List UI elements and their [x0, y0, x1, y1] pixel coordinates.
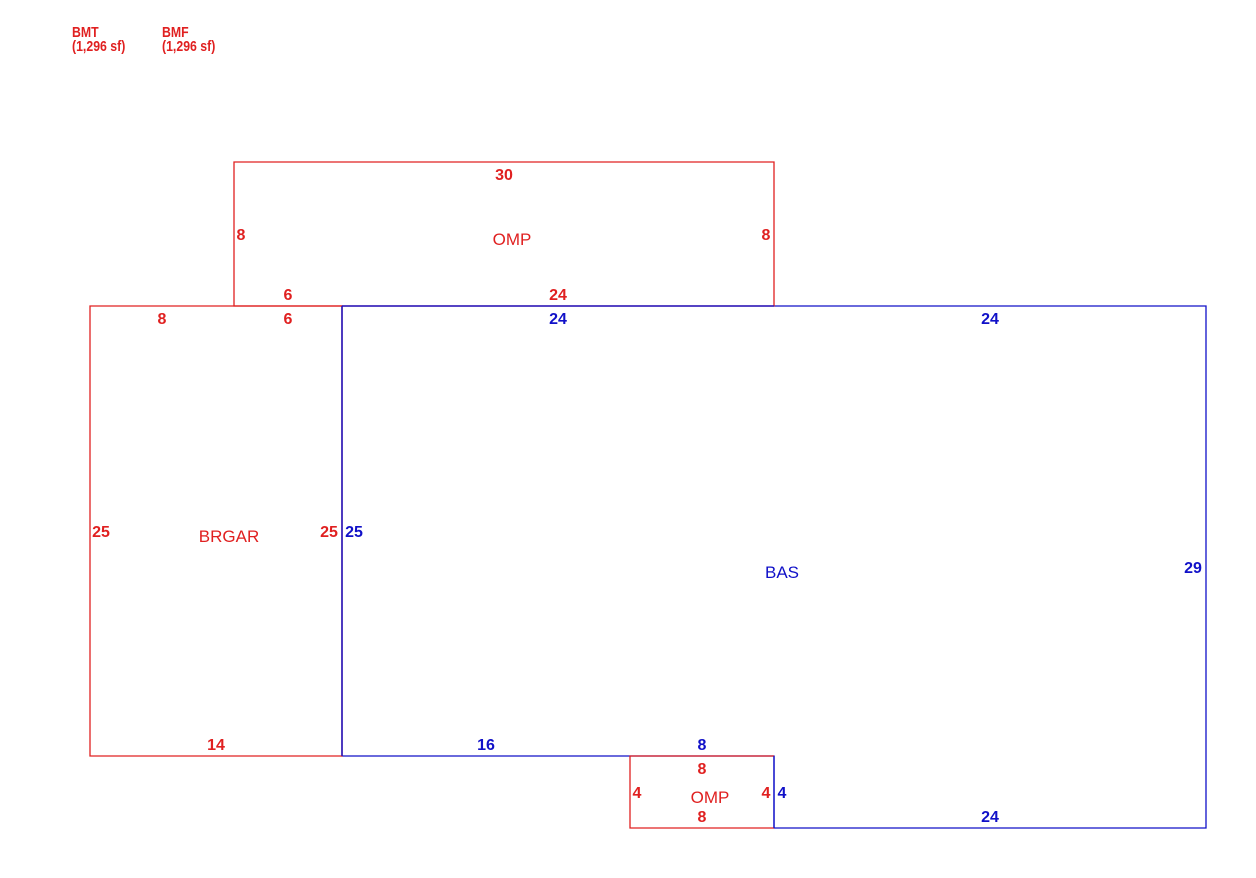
dim-brgar-left: 25 [92, 524, 110, 541]
area-label-omp-bottom: OMP [691, 788, 730, 807]
legend-code: BMF [162, 24, 189, 41]
area-label-brgar: BRGAR [199, 527, 259, 546]
dim-bas-bottom-right: 24 [981, 809, 999, 826]
dim-omp-top-top: 30 [495, 167, 513, 184]
dim-omp-bottom-left: 4 [633, 785, 642, 802]
area-label-omp-top: OMP [493, 230, 532, 249]
legend-area: (1,296 sf) [72, 38, 126, 55]
dim-bas-top-right: 24 [981, 311, 999, 328]
dim-omp-top-bottom-right: 24 [549, 287, 567, 304]
legend-area: (1,296 sf) [162, 38, 216, 55]
dim-omp-bottom-top: 8 [698, 761, 707, 778]
dim-bas-top-left: 24 [549, 311, 567, 328]
dim-omp-top-left: 8 [237, 227, 246, 244]
dim-omp-bottom-bottom: 8 [698, 809, 707, 826]
dim-brgar-top-right: 6 [284, 311, 293, 328]
dim-bas-bottom-left: 16 [477, 737, 495, 754]
area-label-bas: BAS [765, 563, 799, 582]
legend-code: BMT [72, 24, 99, 41]
legend-item-bmt: BMT (1,296 sf) [72, 24, 126, 55]
dim-bas-notch-side: 4 [778, 785, 787, 802]
dim-bas-right: 29 [1184, 560, 1202, 577]
dim-omp-bottom-right: 4 [762, 785, 771, 802]
dim-omp-top-bottom-left: 6 [284, 287, 293, 304]
dim-brgar-bottom: 14 [207, 737, 225, 754]
dim-bas-left: 25 [345, 524, 363, 541]
dim-brgar-top-left: 8 [158, 311, 167, 328]
dim-bas-notch: 8 [698, 737, 707, 754]
omp-bottom-outline [629, 755, 774, 829]
dim-brgar-right: 25 [320, 524, 338, 541]
dim-omp-top-right: 8 [762, 227, 771, 244]
legend-item-bmf: BMF (1,296 sf) [162, 24, 216, 55]
